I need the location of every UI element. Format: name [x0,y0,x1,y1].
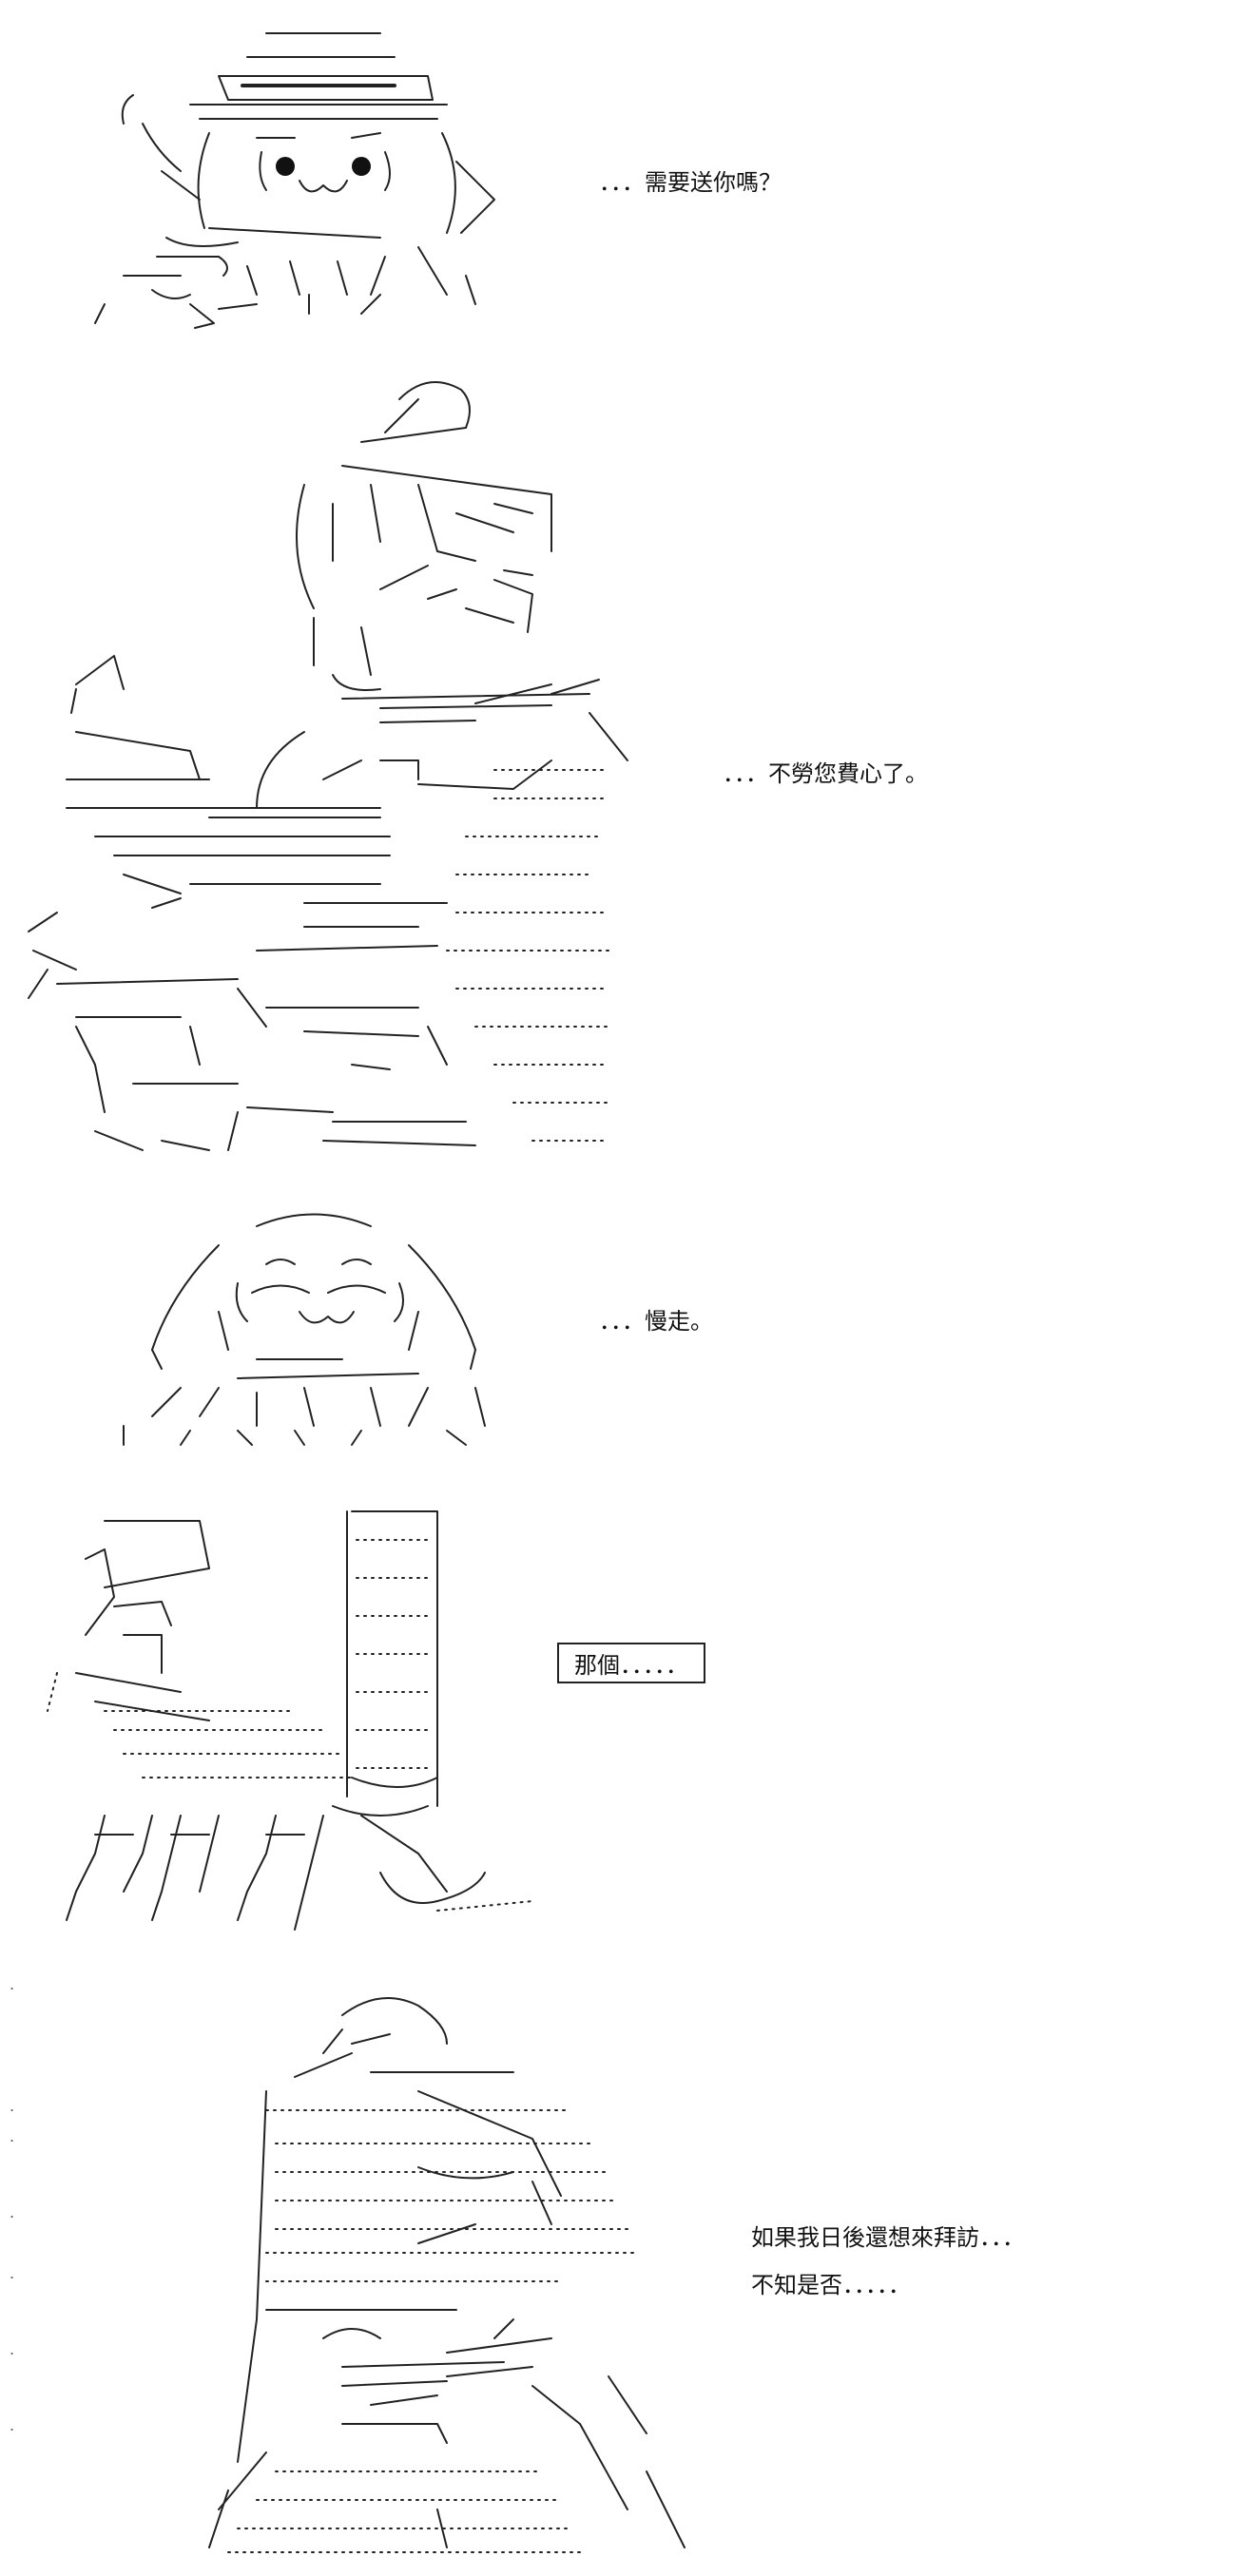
panel-5: ....... 如果我日後還想來拜訪．．． 不知是否．．．．． [0,1958,1236,2566]
dialogue-line: ．．．不勞您費心了。 [723,760,928,787]
cup-and-hand-art [38,1492,570,1939]
panel-1: ．．．需要送你嗎？ [0,0,1236,342]
dialogue-line: 那個．．．．． [574,1652,688,1679]
sword-character-art [19,361,637,1169]
panel-4: 那個．．．．． [0,1483,1236,1939]
margin-dots: ....... [10,1975,15,2434]
smiling-character-art [95,1198,513,1454]
tiger-character-art [133,1977,723,2566]
dialogue-line: ．．．慢走。 [599,1308,713,1335]
panel-3: ．．．慢走。 [0,1188,1236,1473]
dialogue-line-1: 如果我日後還想來拜訪．．． [751,2224,1025,2251]
panel-2: ．．．不勞您費心了。 [0,361,1236,1169]
dialogue-line-2: 不知是否．．．．． [751,2272,911,2298]
speech-box: 那個．．．．． [557,1643,705,1683]
hat-character-art [67,10,513,333]
dialogue-line: ．．．需要送你嗎？ [599,169,782,196]
